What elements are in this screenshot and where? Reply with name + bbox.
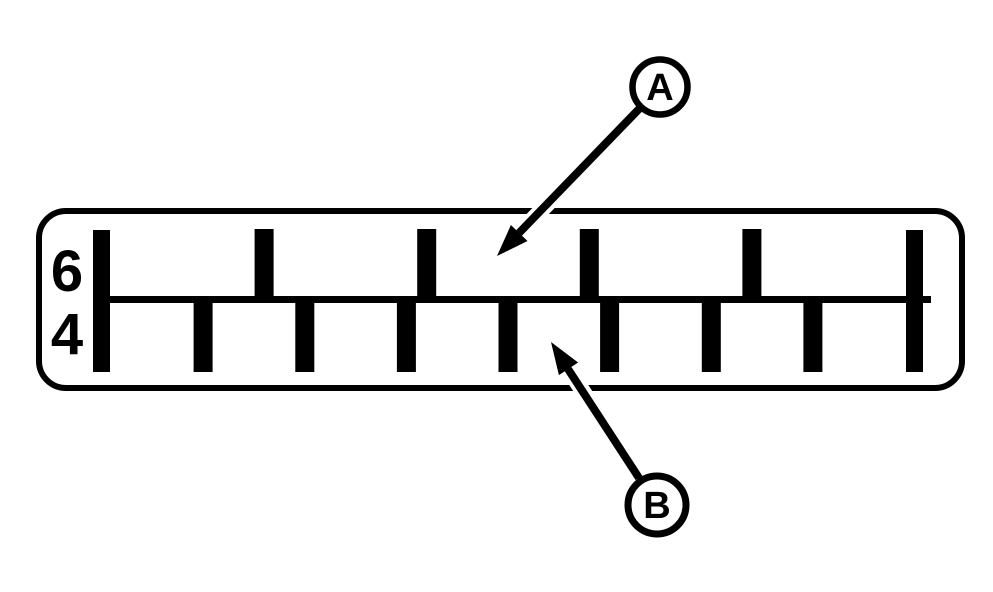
tick-upper [742, 229, 762, 303]
callout-b-circle [624, 472, 690, 538]
callout-a: A [629, 56, 691, 118]
lower-row-label: 4 [51, 302, 83, 367]
tick-lower [600, 296, 620, 372]
tick-lower [803, 296, 823, 372]
upper-row-label: 6 [51, 239, 83, 304]
tick-upper [579, 229, 599, 303]
tick-lower [701, 296, 721, 372]
tick-marks-group [93, 229, 923, 372]
tick-upper [417, 229, 437, 303]
arrowhead-a [497, 225, 528, 256]
callout-a-circle [629, 56, 691, 118]
callout-b: B [624, 472, 690, 538]
tick-lower [498, 296, 518, 372]
tick-lower [193, 296, 213, 372]
arrow-up-left-icon [551, 342, 643, 481]
tick-full-height [906, 230, 923, 372]
arrow-down-left-icon [497, 106, 642, 256]
leader-line-a [516, 106, 642, 236]
arrowhead-b [551, 342, 579, 376]
callout-b-label: B [643, 485, 670, 527]
callout-a-label: A [646, 67, 673, 109]
tick-full-height [93, 230, 110, 372]
tick-lower [396, 296, 416, 372]
leader-line-b [564, 366, 643, 481]
tick-lower [295, 296, 315, 372]
tick-upper [254, 229, 274, 303]
